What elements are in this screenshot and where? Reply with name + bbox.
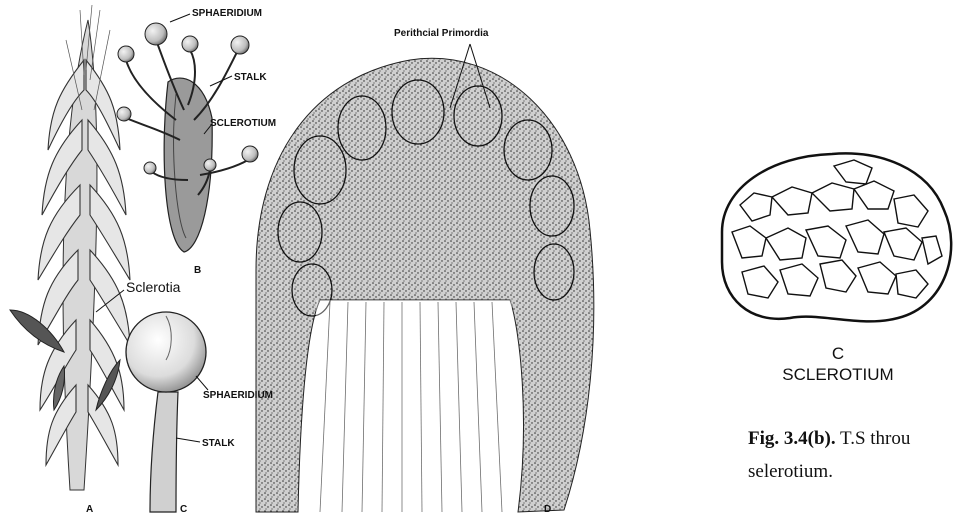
panel-c-stroma-illustration bbox=[126, 312, 208, 512]
label-sphaeridium-bottom: SPHAERIDIUM bbox=[203, 390, 273, 401]
right-panel-letter: C bbox=[832, 344, 844, 363]
panel-b-germinating-sclerotium bbox=[117, 14, 258, 252]
caption-line-2: selerotium. bbox=[748, 461, 833, 482]
label-stalk-top: STALK bbox=[234, 72, 267, 83]
label-panel-a: A bbox=[86, 504, 93, 515]
label-panel-b: B bbox=[194, 265, 201, 276]
label-perithecial-primordia: Perithcial Primordia bbox=[394, 28, 489, 39]
label-sphaeridium-top: SPHAERIDIUM bbox=[192, 8, 262, 19]
caption-line-1: T.S throu bbox=[836, 428, 911, 449]
label-stalk-bottom: STALK bbox=[202, 438, 235, 449]
label-sclerotium: SCLEROTIUM bbox=[210, 118, 276, 129]
figure-caption: Fig. 3.4(b). T.S throu selerotium. bbox=[748, 422, 956, 488]
panel-d-stroma-section bbox=[256, 44, 594, 512]
label-panel-d: D bbox=[544, 504, 551, 515]
caption-figure-number: Fig. 3.4(b). bbox=[748, 428, 836, 449]
label-panel-c: C bbox=[180, 504, 187, 515]
label-sclerotia: Sclerotia bbox=[126, 279, 181, 295]
right-figure-title: SCLEROTIUM bbox=[782, 365, 893, 384]
sclerotium-cross-section bbox=[722, 153, 951, 321]
panel-a-ear-illustration bbox=[10, 5, 130, 490]
